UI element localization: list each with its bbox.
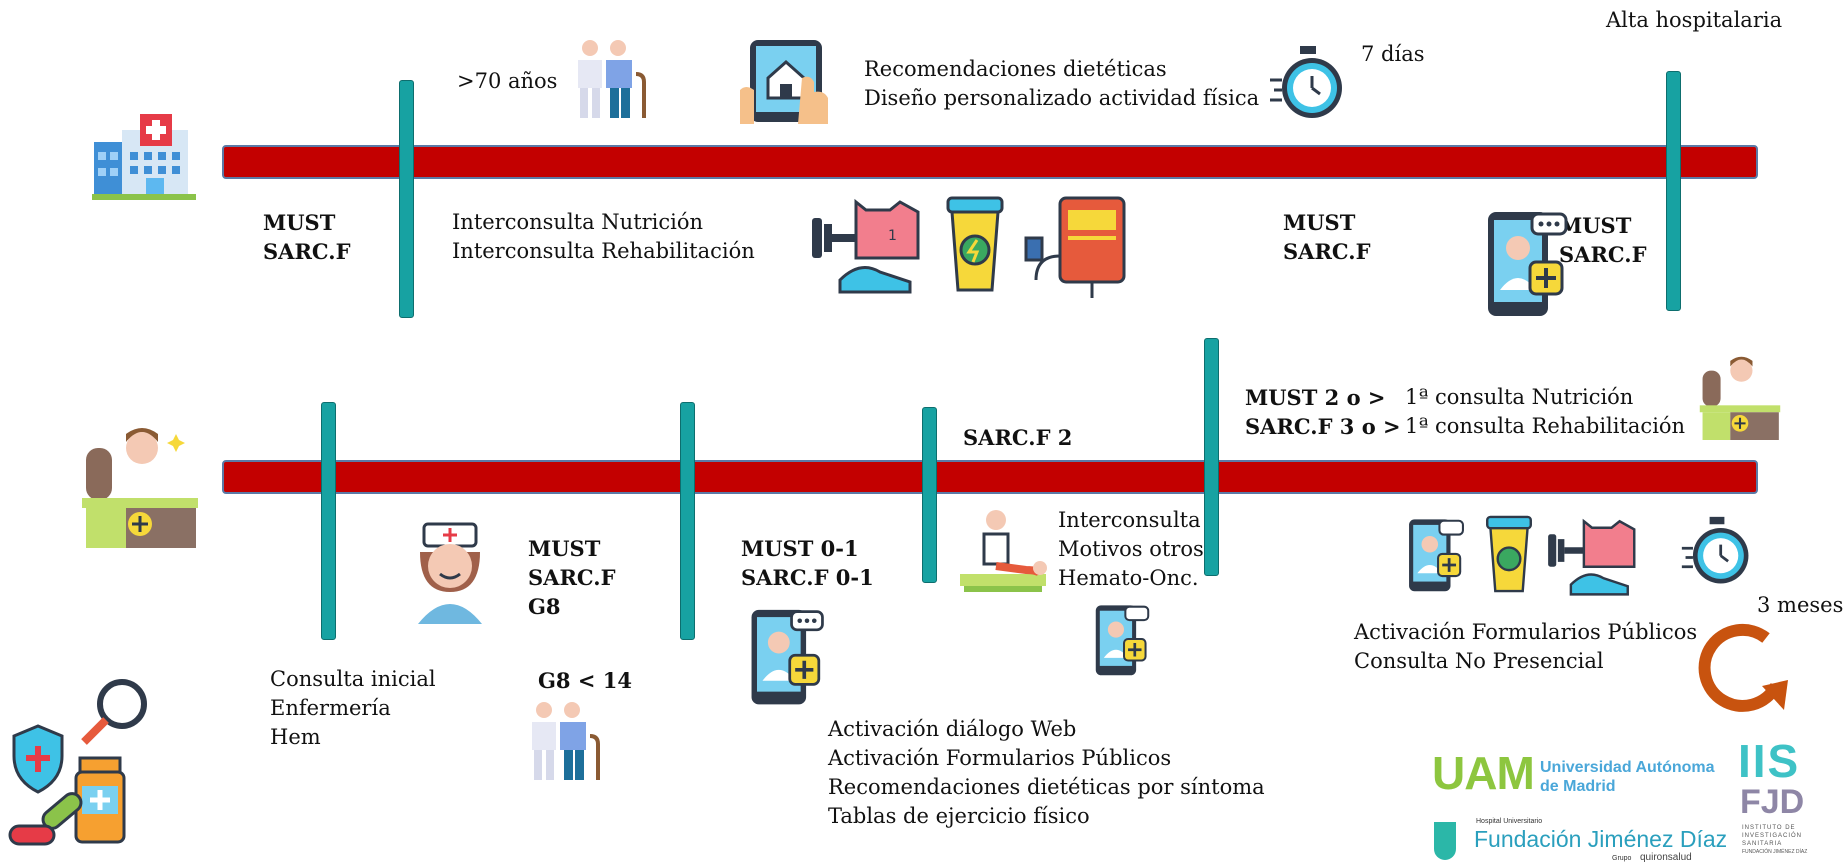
receptionist-icon — [82, 428, 198, 548]
sarcf-threshold: SARC.F 3 o > — [1245, 414, 1401, 439]
refresh-arrow-icon — [1698, 623, 1788, 712]
elderly-couple-icon — [532, 702, 600, 780]
fjd-quiron: quironsalud — [1640, 852, 1692, 863]
uam-name: Universidad Autónoma de Madrid — [1540, 758, 1715, 796]
iis-sub-4: FUNDACIÓN JIMÉNEZ DÍAZ — [1742, 849, 1808, 855]
activation-3: Recomendaciones dietéticas por síntoma — [828, 775, 1265, 799]
bottom-pole-4 — [1204, 338, 1219, 576]
receptionist-icon — [1699, 356, 1781, 440]
fjd-group: Grupo — [1612, 855, 1632, 862]
activation-2: Activación Formularios Públicos — [828, 746, 1172, 770]
sarcf-2-label: SARC.F 2 — [963, 425, 1073, 450]
uam-mark: UAM — [1432, 747, 1535, 799]
fjd-small: Hospital Universitario — [1476, 818, 1543, 825]
sarcf-label-1: SARC.F — [263, 239, 351, 264]
other-interconsult-1: Interconsulta — [1058, 508, 1201, 532]
top-pole-2 — [1666, 71, 1681, 311]
hospital-icon — [92, 114, 196, 200]
other-interconsult: Interconsulta Motivos otros Hemato-Onc. — [1058, 506, 1204, 593]
low-screening: MUST 0-1 SARC.F 0-1 — [741, 534, 874, 592]
months-label: 3 meses — [1757, 593, 1843, 617]
must-threshold: MUST 2 o > — [1245, 385, 1386, 410]
first-consult-nutrition: 1ª consulta Nutrición — [1405, 385, 1634, 409]
screening-3: MUST SARC.F — [1559, 211, 1646, 269]
video-doctor-icon — [1095, 605, 1150, 676]
top-pole-1 — [399, 80, 414, 318]
iv-pump-icon — [1024, 196, 1126, 298]
sarcf-label-2: SARC.F — [1283, 239, 1371, 264]
must-label-1: MUST — [263, 210, 336, 235]
fitness-gear-icon: 1 — [812, 198, 920, 294]
sarcf-label-b: SARC.F — [528, 565, 616, 590]
initial-consult-line-2: Enfermería — [270, 696, 391, 720]
uam-name-line-2: de Madrid — [1540, 778, 1616, 795]
stopwatch-icon — [1270, 46, 1342, 118]
forms-line-2: Consulta No Presencial — [1354, 649, 1604, 673]
interconsult-rehab: Interconsulta Rehabilitación — [452, 239, 755, 263]
interconsult-text: Interconsulta Nutrición Interconsulta Re… — [452, 208, 755, 266]
must-label-2: MUST — [1283, 210, 1356, 235]
iis-sub-3: SANITARIA — [1742, 841, 1783, 847]
age-label: >70 años — [457, 69, 558, 93]
stopwatch-icon — [1681, 516, 1749, 584]
initial-consult-text: Consulta inicial Enfermería Hem — [270, 665, 436, 752]
fitness-gear-icon — [1548, 518, 1636, 596]
fjd-mark — [1434, 822, 1456, 860]
iis-mark: IIS — [1738, 735, 1801, 787]
video-doctor-icon — [1488, 212, 1568, 316]
elderly-couple-icon — [578, 40, 646, 118]
must-label-b: MUST — [528, 536, 601, 561]
activation-4: Tablas de ejercicio físico — [828, 804, 1090, 828]
forms-text: Activación Formularios Públicos Consulta… — [1354, 618, 1697, 676]
iis-sub-1: INSTITUTO DE — [1742, 825, 1796, 831]
bottom-pole-3 — [922, 407, 937, 583]
iis-subtitle: INSTITUTO DE INVESTIGACIÓN SANITARIA FUN… — [1742, 824, 1807, 856]
nurse-icon — [418, 522, 482, 624]
activation-list: Activación diálogo Web Activación Formul… — [828, 715, 1265, 831]
svg-text:1: 1 — [888, 228, 897, 244]
physio-icon — [960, 510, 1047, 592]
other-interconsult-2: Motivos otros — [1058, 537, 1204, 561]
bottom-timeline-bar — [222, 460, 1758, 494]
forms-line-1: Activación Formularios Públicos — [1354, 620, 1698, 644]
other-interconsult-3: Hemato-Onc. — [1058, 566, 1199, 590]
bottom-pole-2 — [680, 402, 695, 640]
screening-2: MUST SARC.F — [1283, 208, 1370, 266]
g8-threshold: G8 < 14 — [538, 668, 632, 693]
bottom-pole-1 — [321, 402, 336, 640]
sarcf-low: SARC.F 0-1 — [741, 565, 874, 590]
must-label-3: MUST — [1559, 213, 1632, 238]
days-label: 7 días — [1361, 42, 1425, 66]
initial-consult-line-1: Consulta inicial — [270, 667, 436, 691]
g8-label: G8 — [528, 594, 561, 619]
fjd-mark-text: FJD — [1740, 783, 1805, 821]
drink-icon — [946, 196, 1004, 292]
fjd-name: Fundación Jiménez Díaz — [1474, 826, 1728, 852]
interconsult-nutrition: Interconsulta Nutrición — [452, 210, 704, 234]
recommendations-line-2: Diseño personalizado actividad física — [864, 86, 1260, 110]
screening-1: MUST SARC.F — [263, 208, 350, 266]
activation-1: Activación diálogo Web — [828, 717, 1077, 741]
nurse-screening: MUST SARC.F G8 — [528, 534, 615, 621]
initial-consult-line-3: Hem — [270, 725, 321, 749]
first-consult-rehab: 1ª consulta Rehabilitación — [1405, 414, 1686, 438]
recommendations-line-1: Recomendaciones dietéticas — [864, 57, 1167, 81]
threshold-text: MUST 2 o > SARC.F 3 o > — [1245, 383, 1401, 441]
video-doctor-icon — [1409, 519, 1464, 592]
uam-name-line-1: Universidad Autónoma — [1540, 759, 1715, 776]
drink-icon — [1486, 515, 1532, 593]
sarcf-label-3: SARC.F — [1559, 242, 1647, 267]
recommendations-text: Recomendaciones dietéticas Diseño person… — [864, 55, 1259, 113]
discharge-label: Alta hospitalaria — [1606, 8, 1783, 32]
must-low: MUST 0-1 — [741, 536, 859, 561]
iis-sub-2: INVESTIGACIÓN — [1742, 833, 1803, 839]
first-consult-text: 1ª consulta Nutrición 1ª consulta Rehabi… — [1405, 383, 1685, 441]
medicine-search-icon — [8, 679, 147, 846]
top-timeline-bar — [222, 145, 1758, 179]
video-doctor-icon — [751, 609, 824, 705]
tablet-home-icon — [740, 40, 828, 124]
